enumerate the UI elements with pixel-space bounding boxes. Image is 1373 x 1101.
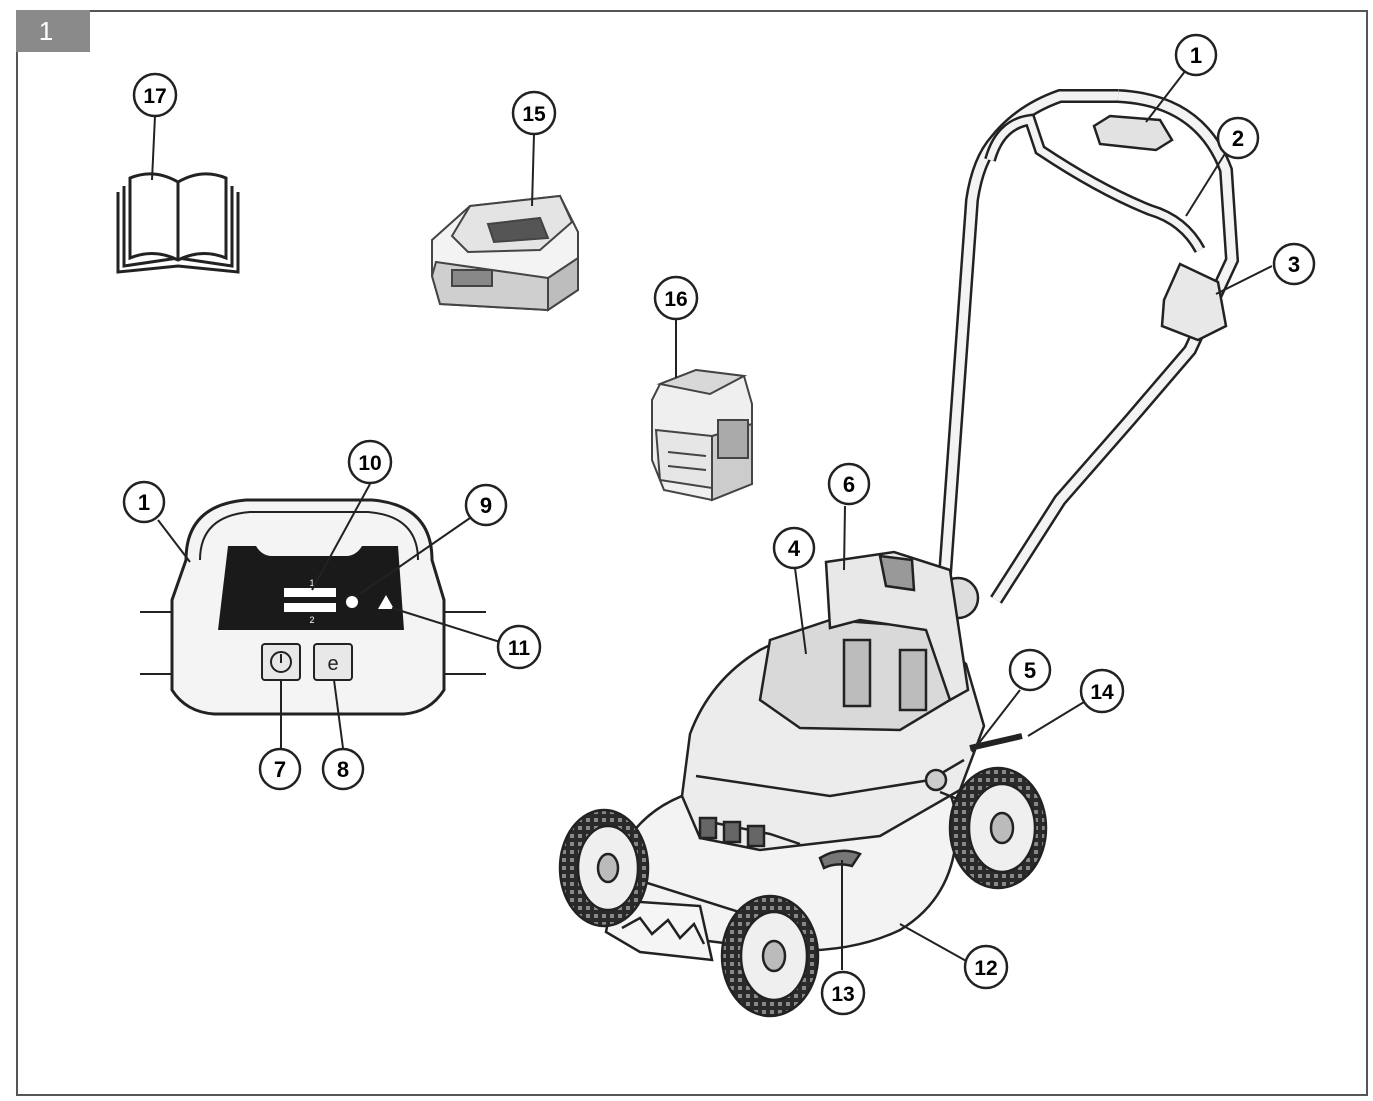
figure-number: 1: [38, 16, 54, 46]
control-panel-illustration: 1 2 e: [140, 498, 486, 716]
callout-16: 16: [653, 275, 699, 321]
svg-text:13: 13: [831, 983, 854, 1006]
callout-2: 2: [1216, 116, 1260, 160]
svg-text:2: 2: [1232, 126, 1244, 151]
front-right-wheel: [720, 894, 820, 1018]
power-icon: [270, 651, 292, 673]
callout-5: 5: [1008, 648, 1052, 692]
svg-text:6: 6: [843, 472, 855, 497]
callout-4: 4: [772, 526, 816, 570]
charge-bar-1: [284, 588, 336, 597]
svg-text:8: 8: [337, 757, 349, 782]
rear-wheel: [948, 766, 1048, 890]
figure-number-tag: 1: [16, 10, 90, 52]
callout-17: 17: [132, 72, 178, 118]
eco-button[interactable]: [313, 643, 353, 681]
battery-illustration: [651, 368, 753, 502]
eco-icon: e: [327, 653, 338, 675]
svg-text:16: 16: [664, 288, 687, 311]
callout-14: 14: [1079, 668, 1125, 714]
callout-7: 7: [258, 747, 302, 791]
manual-illustration: [116, 172, 240, 274]
svg-text:17: 17: [143, 85, 166, 108]
charge-bar-2: [284, 603, 336, 612]
callout-1-panel: 1: [122, 480, 166, 524]
callout-8: 8: [321, 747, 365, 791]
figure-frame: [16, 10, 1368, 1096]
svg-text:7: 7: [274, 757, 286, 782]
bar-label-1: 1: [309, 578, 314, 588]
callout-3: 3: [1272, 242, 1316, 286]
callout-10: 10: [347, 439, 393, 485]
svg-text:10: 10: [358, 452, 381, 475]
callout-15: 15: [511, 90, 557, 136]
lawn-mower-illustration: [558, 89, 1240, 1018]
warning-icon: [378, 595, 394, 609]
svg-text:1: 1: [1190, 43, 1202, 68]
callout-11: 11: [496, 624, 542, 670]
charger-illustration: [430, 194, 579, 312]
callout-1-handle: 1: [1174, 33, 1218, 77]
svg-text:4: 4: [788, 536, 801, 561]
callout-13: 13: [820, 970, 866, 1016]
svg-text:14: 14: [1090, 681, 1114, 704]
leader-lines: [151, 69, 1273, 970]
svg-text:9: 9: [480, 493, 492, 518]
front-left-wheel: [558, 808, 650, 928]
callout-9: 9: [464, 483, 508, 527]
bar-label-2: 2: [309, 615, 314, 625]
callout-12: 12: [963, 944, 1009, 990]
svg-text:5: 5: [1024, 658, 1036, 683]
callout-6: 6: [827, 462, 871, 506]
indicator-light: [346, 596, 358, 608]
svg-text:12: 12: [974, 957, 997, 980]
svg-text:3: 3: [1288, 252, 1300, 277]
svg-text:15: 15: [522, 103, 546, 126]
svg-text:11: 11: [508, 637, 531, 660]
svg-text:1: 1: [138, 490, 150, 515]
